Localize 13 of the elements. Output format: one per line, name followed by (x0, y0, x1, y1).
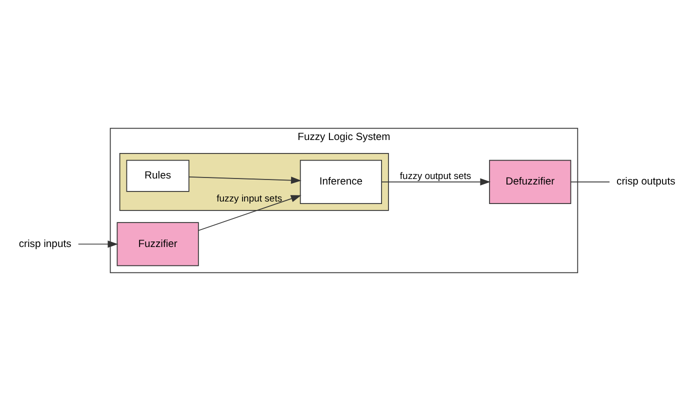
edge-label: fuzzy output sets (400, 171, 472, 182)
node-text: crisp outputs (616, 176, 676, 188)
node-text: crisp inputs (18, 238, 72, 250)
node-box: Fuzzifier (116, 222, 199, 266)
arrow (381, 178, 491, 186)
cluster (119, 152, 389, 211)
node-box: Rules (126, 160, 190, 192)
edge-label: fuzzy input sets (216, 194, 282, 205)
arrow (78, 240, 118, 248)
arrow (188, 176, 302, 184)
node-box: Inference (300, 160, 382, 204)
arrow (198, 195, 302, 231)
node-box: Defuzzifier (489, 160, 572, 204)
